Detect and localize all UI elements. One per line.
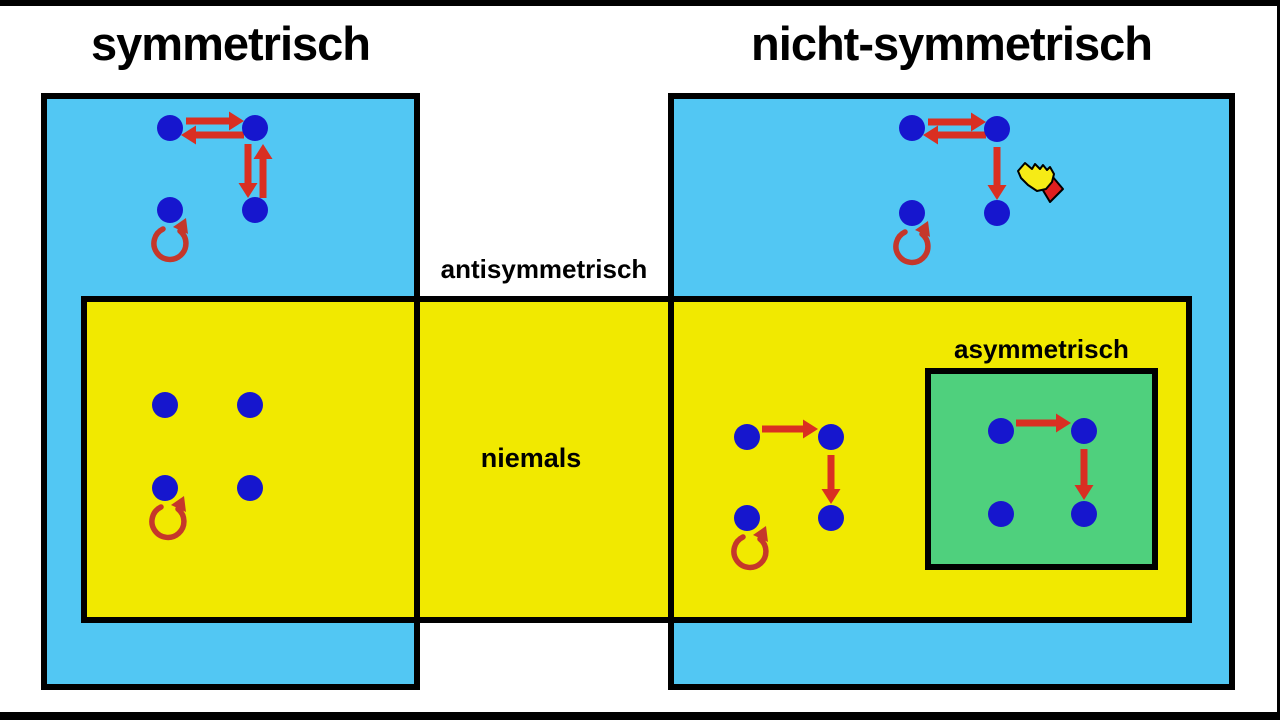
border-crossing-right <box>668 296 674 623</box>
frame-bar-bottom <box>0 712 1280 720</box>
title-symmetric: symmetrisch <box>91 17 371 70</box>
frame-bar-top <box>0 0 1280 6</box>
label-antisymmetric: antisymmetrisch <box>440 254 648 284</box>
border-crossing-left <box>414 296 420 623</box>
label-asymmetric: asymmetrisch <box>954 334 1129 364</box>
label-never: niemals <box>480 443 582 473</box>
title-non-symmetric: nicht-symmetrisch <box>751 17 1153 70</box>
asymmetric-region-box <box>925 368 1158 570</box>
frame-bar-right <box>1277 0 1280 720</box>
